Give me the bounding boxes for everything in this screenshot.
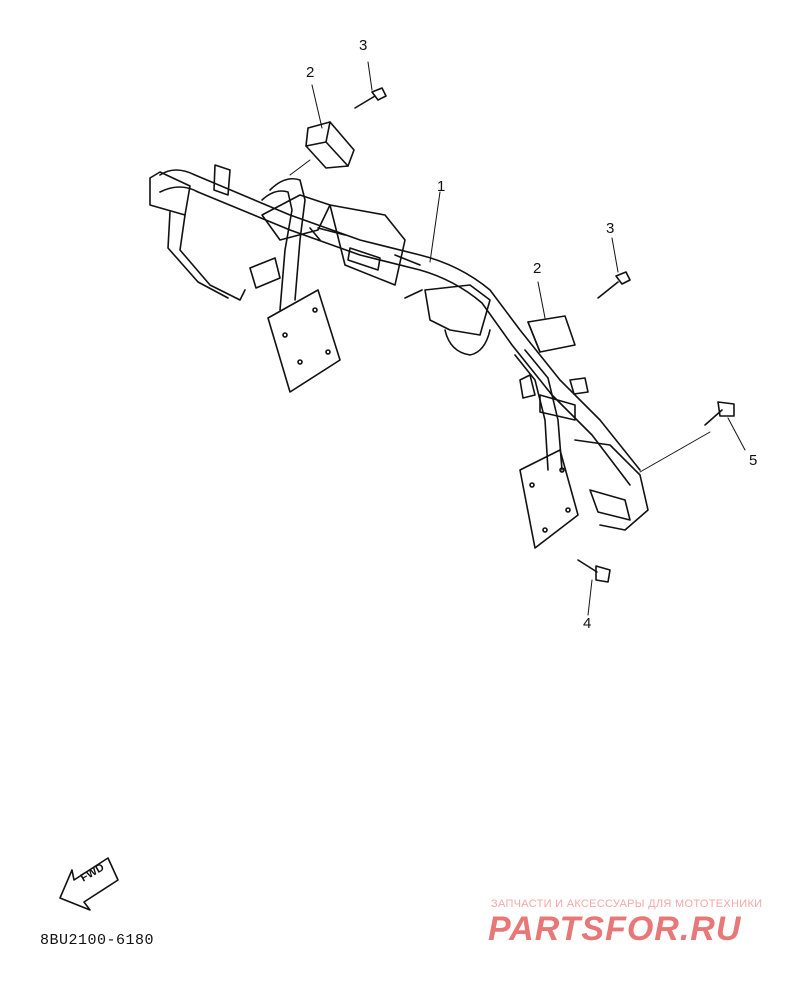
main-frame-assembly <box>149 164 649 549</box>
callout-part-2-lower: 2 <box>533 260 542 277</box>
watermark-logo: PARTSFOR.RU <box>488 910 742 948</box>
screw-upper <box>354 87 387 109</box>
watermark-logo-text: PARTSFOR.RU <box>488 910 742 948</box>
callout-part-3-lower: 3 <box>606 220 615 237</box>
callout-part-1: 1 <box>437 178 446 195</box>
callout-part-4: 4 <box>583 615 592 632</box>
rubber-damper-upper <box>305 121 355 169</box>
bolt-right <box>704 401 735 426</box>
diagram-code: 8BU2100-6180 <box>40 932 155 949</box>
bolt-bottom <box>577 559 611 583</box>
leader-lines <box>289 61 746 616</box>
screw-lower <box>597 271 631 299</box>
fwd-arrow <box>59 857 119 911</box>
watermark-tagline: ЗАПЧАСТИ И АКСЕССУАРЫ ДЛЯ МОТОТЕХНИКИ <box>491 898 763 910</box>
rubber-damper-lower <box>527 315 576 353</box>
callout-part-3-upper: 3 <box>359 37 368 54</box>
callout-part-2-upper: 2 <box>306 64 315 81</box>
callout-part-5: 5 <box>749 452 758 469</box>
